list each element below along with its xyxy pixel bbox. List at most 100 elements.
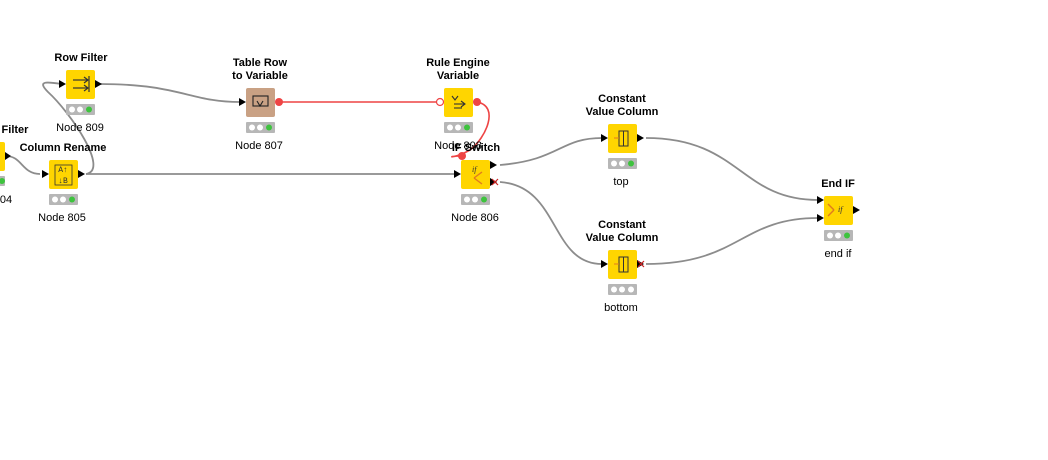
node-end-if[interactable]: End IF if end if (817, 178, 860, 260)
variable-output-port[interactable] (473, 98, 481, 106)
status-red-off (464, 196, 470, 203)
input-port[interactable] (42, 170, 49, 178)
svg-text:if: if (472, 165, 478, 174)
status-red-off (611, 160, 617, 167)
node-label: Node 809 (56, 122, 104, 134)
input-port[interactable] (601, 260, 608, 268)
status-green-dot (628, 160, 634, 167)
output-port-bottom[interactable] (490, 178, 497, 186)
output-port-top[interactable] (490, 161, 497, 169)
output-port[interactable] (637, 134, 644, 142)
status-yellow-off (472, 196, 478, 203)
node-box[interactable] (66, 70, 95, 99)
node-constant-value-bottom[interactable]: Constant Value Column bottom (586, 219, 659, 314)
status-green-dot (0, 178, 5, 184)
input-port[interactable] (454, 170, 461, 178)
variable-input-port[interactable] (458, 152, 466, 160)
status-yellow-off (257, 124, 263, 131)
status-green-dot (69, 196, 75, 203)
node-box[interactable] (824, 196, 853, 225)
connection-constant-top-to-end-if[interactable] (645, 137, 819, 201)
variable-connection-rule-engine-to-if-switch[interactable] (451, 101, 490, 158)
connection-filter-to-column-rename[interactable] (5, 155, 41, 175)
status-green-dot (481, 196, 487, 203)
input-port-bottom[interactable] (817, 214, 824, 222)
table-to-variable-icon (252, 95, 269, 108)
status-yellow-off (619, 160, 625, 167)
input-port[interactable] (239, 98, 246, 106)
input-port-top[interactable] (817, 196, 824, 204)
node-constant-value-top[interactable]: Constant Value Column top (586, 93, 659, 188)
input-port[interactable] (601, 134, 608, 142)
connections (5, 81, 819, 265)
constant-value-icon (614, 130, 629, 147)
node-box[interactable] (444, 88, 473, 117)
node-title: Column Rename (20, 142, 107, 154)
connection-if-switch-to-constant-bottom[interactable] (499, 181, 603, 265)
svg-text:A↑: A↑ (58, 166, 68, 175)
svg-text:↓B: ↓B (58, 177, 68, 186)
output-port[interactable] (95, 80, 102, 88)
connection-if-switch-to-constant-top[interactable] (499, 137, 603, 166)
node-label: Node 805 (38, 212, 86, 224)
node-title: IF Switch (452, 142, 501, 154)
node-box[interactable] (0, 142, 5, 171)
node-title-line1: Table Row (233, 57, 288, 69)
node-if-switch[interactable]: IF Switch if Node 806 (451, 142, 500, 224)
node-title-line1: Constant (598, 219, 646, 231)
status-green-dot (86, 106, 92, 113)
node-title-line2: Variable (437, 70, 479, 82)
connection-row-filter-to-table-row[interactable] (99, 83, 241, 103)
connection-constant-bottom-to-end-if[interactable] (645, 217, 819, 265)
node-rule-engine-variable[interactable]: Rule Engine Variable Node 808 (426, 57, 490, 152)
node-row-filter[interactable]: Row Filter Node 809 (54, 52, 108, 134)
if-switch-icon: if (472, 165, 483, 185)
rule-engine-icon (451, 95, 466, 109)
node-filter-left[interactable]: Filter 04 (0, 124, 29, 206)
end-if-icon: if (827, 203, 844, 217)
variable-output-port[interactable] (275, 98, 283, 106)
node-box[interactable] (461, 160, 490, 189)
status-green-dot (266, 124, 272, 131)
constant-value-icon (614, 256, 629, 273)
node-label: top (613, 176, 628, 188)
inactive-port-icon (637, 260, 645, 268)
node-table-row-to-variable[interactable]: Table Row to Variable Node 807 (232, 57, 288, 152)
variable-input-port[interactable] (435, 97, 445, 107)
node-title-line2: Value Column (586, 232, 659, 244)
node-title: End IF (821, 178, 855, 190)
output-port[interactable] (853, 206, 860, 214)
connection-column-rename-to-row-filter[interactable] (42, 81, 95, 175)
node-title: Row Filter (54, 52, 108, 64)
status-green-dot (844, 232, 850, 239)
status-off (611, 286, 617, 293)
node-label: 04 (0, 194, 12, 206)
node-label: bottom (604, 302, 638, 314)
node-label: Node 808 (434, 140, 482, 152)
node-box[interactable] (49, 160, 78, 189)
status-red-off (249, 124, 255, 131)
output-port[interactable] (5, 152, 11, 160)
output-port[interactable] (78, 170, 85, 178)
node-box[interactable] (608, 124, 637, 153)
node-title-line2: to Variable (232, 70, 288, 82)
status-red-off (52, 196, 58, 203)
node-label: Node 806 (451, 212, 499, 224)
column-rename-icon: A↑ ↓B (54, 164, 73, 186)
node-title-line1: Constant (598, 93, 646, 105)
node-title: Filter (2, 124, 30, 136)
status-red-off (69, 106, 75, 113)
node-column-rename[interactable]: Column Rename A↑ ↓B Node 805 (20, 142, 107, 224)
status-yellow-off (835, 232, 841, 239)
node-box[interactable] (246, 88, 275, 117)
status-off (619, 286, 625, 293)
status-red-off (447, 124, 453, 131)
status-yellow-off (455, 124, 461, 131)
node-title-line2: Value Column (586, 106, 659, 118)
node-box[interactable] (608, 250, 637, 279)
status-off (628, 286, 634, 293)
status-green-dot (464, 124, 470, 131)
node-title-line1: Rule Engine (426, 57, 490, 69)
input-port[interactable] (59, 80, 66, 88)
